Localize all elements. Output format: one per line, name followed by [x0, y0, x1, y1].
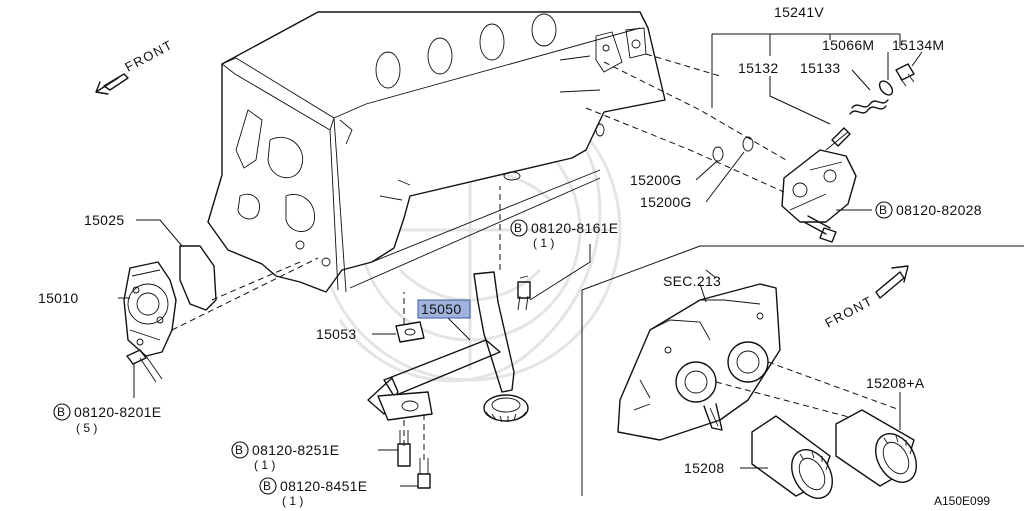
- badge-8161e: B: [514, 221, 522, 235]
- badge-8251e: B: [235, 443, 243, 457]
- valve-upper-align-line: [603, 61, 787, 161]
- relief-valve-15241v: [781, 149, 857, 223]
- block-front-label: FRONT: [122, 37, 175, 75]
- leader-sec213: [699, 283, 707, 303]
- oil-filter-15208a: [835, 409, 917, 487]
- pump-gasket-15025: [179, 245, 217, 311]
- engine-block: [207, 11, 666, 293]
- strainer-bolt-8251e: [397, 430, 411, 467]
- cooler-front-label: FRONT: [822, 293, 875, 331]
- label-15132: 15132: [738, 60, 778, 76]
- strainer-bolt-8451e: [417, 458, 431, 489]
- valve-lower-align-line: [585, 107, 785, 193]
- code-8251e: 08120-8251E: [252, 442, 339, 458]
- label-15208: 15208: [684, 460, 724, 476]
- badge-8201e: B: [57, 405, 65, 419]
- bolt-ref-8201e: B 08120-8201E ( 5 ): [53, 403, 161, 435]
- leader-15200g-a: [695, 161, 717, 181]
- leader-15133: [829, 34, 871, 91]
- diagram-id: A150E099: [934, 494, 990, 508]
- valve-bolt-82028: [803, 215, 837, 243]
- block-valve-line: [645, 53, 721, 77]
- leader-8161e: [529, 244, 591, 301]
- block-front-indicator: FRONT: [95, 37, 176, 95]
- label-15200g-b: 15200G: [640, 194, 692, 210]
- valve-washer-15066m: [878, 80, 894, 96]
- oil-filter-15208: [751, 415, 833, 499]
- label-15025: 15025: [84, 212, 124, 228]
- strainer-gasket-15053: [395, 321, 425, 343]
- oil-cooler-housing: [617, 269, 781, 441]
- valve-spring-15132: [825, 127, 851, 151]
- section-divider: [581, 245, 1024, 291]
- leader-15134m: [911, 51, 923, 67]
- label-15208a: 15208+A: [866, 375, 925, 391]
- code-8451e: 08120-8451E: [280, 478, 367, 494]
- qty-8251e: ( 1 ): [254, 458, 275, 472]
- badge-8451e: B: [263, 479, 271, 493]
- valve-orings-15200g: [712, 136, 754, 162]
- highlight-15050: [417, 299, 471, 319]
- cooler-front-indicator: FRONT: [822, 265, 909, 331]
- code-82028: 08120-82028: [896, 202, 982, 218]
- qty-8201e: ( 5 ): [76, 421, 97, 435]
- leader-15132: [769, 34, 831, 125]
- label-15241v: 15241V: [774, 4, 824, 20]
- label-15134m: 15134M: [892, 37, 944, 53]
- code-8201e: 08120-8201E: [74, 404, 161, 420]
- filter-align-line-a: [715, 381, 861, 421]
- bolt-ref-82028: B 08120-82028: [875, 201, 982, 219]
- bolt-ref-8451e: B 08120-8451E ( 1 ): [259, 477, 367, 508]
- filter-align-line-b: [767, 361, 901, 411]
- code-8161e: 08120-8161E: [531, 220, 618, 236]
- leader-15200g-b: [705, 151, 745, 203]
- label-15133: 15133: [800, 60, 840, 76]
- label-15010: 15010: [38, 290, 78, 306]
- qty-8161e: ( 1 ): [533, 236, 554, 250]
- label-15066m: 15066M: [822, 37, 874, 53]
- strainer-bolt-8161e: [517, 275, 531, 311]
- badge-82028: B: [879, 203, 887, 217]
- gasket-alignment-line: [211, 261, 301, 301]
- bolt-ref-8251e: B 08120-8251E ( 1 ): [231, 441, 339, 472]
- valve-spring-15133: [849, 99, 889, 115]
- qty-8451e: ( 1 ): [282, 494, 303, 508]
- pump-alignment-line: [171, 257, 319, 331]
- label-15200g-a: 15200G: [630, 172, 682, 188]
- pump-bolt-8201e: [126, 349, 163, 383]
- label-15053: 15053: [316, 326, 356, 342]
- bracket-15241v: [711, 33, 901, 108]
- oil-pump-15010: [123, 261, 177, 357]
- label-sec213: SEC.213: [663, 273, 721, 289]
- valve-plug-15134m: [895, 63, 915, 87]
- leader-15025: [136, 219, 183, 247]
- oil-strainer-15050: [367, 271, 529, 423]
- label-15050: 15050: [421, 301, 461, 317]
- bolt-ref-8161e: B 08120-8161E ( 1 ): [510, 219, 618, 250]
